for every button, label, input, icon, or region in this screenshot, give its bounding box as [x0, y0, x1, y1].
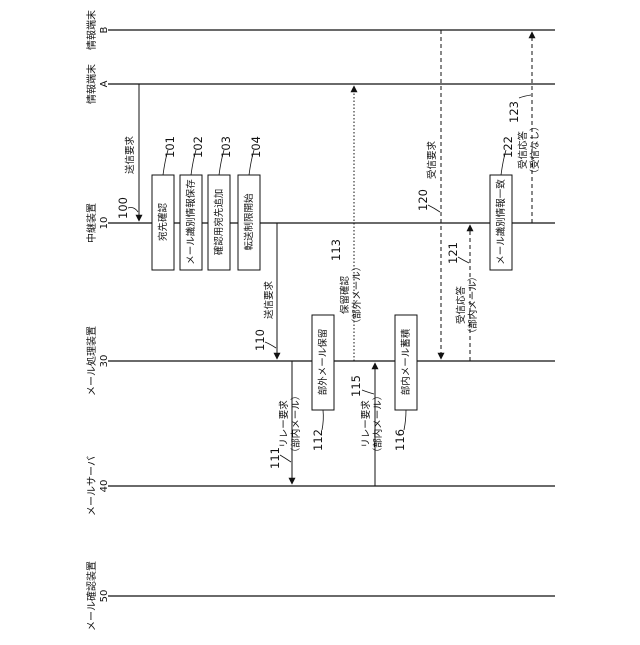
lane-mail-server-code: 40	[99, 480, 110, 493]
leader-116	[404, 410, 406, 430]
lane-a-code: A	[99, 80, 110, 87]
lane-mail-confirm-code: 50	[99, 590, 110, 603]
ref-112: 112	[311, 429, 325, 451]
box-102-text: メール識別情報保存	[185, 179, 197, 265]
label-receive-response: 受信応答	[455, 286, 467, 325]
lane-relay-name: 中継装置	[85, 203, 98, 243]
box-101-text: 宛先確認	[157, 203, 169, 242]
label-hold-confirm-sub: （部外メール）	[351, 262, 363, 329]
lane-mail-proc-name: メール処理装置	[85, 326, 98, 396]
lane-b-name: 情報端末	[85, 10, 98, 50]
label-send-request-2: 送信要求	[263, 281, 275, 320]
ref-111: 111	[268, 447, 282, 469]
ref-115: 115	[349, 375, 363, 397]
ref-116: 116	[393, 429, 407, 451]
label-hold-confirm: 保留確認	[339, 276, 351, 315]
lane-mail-server-name: メールサーバ	[86, 456, 98, 516]
ref-101: 101	[163, 136, 177, 158]
ref-120: 120	[416, 189, 430, 211]
ref-122: 122	[501, 136, 515, 158]
label-receive-request: 受信要求	[426, 141, 438, 180]
label-relay-request-2-sub: （部内メール）	[372, 391, 384, 458]
box-112-text: 部外メール保留	[317, 329, 329, 396]
label-receive-response-b: 受信応答	[517, 131, 529, 170]
lane-mail-confirm-name: メール確認装置	[85, 561, 98, 631]
leader-123	[519, 95, 531, 98]
label-send-request: 送信要求	[124, 136, 136, 175]
ref-110: 110	[253, 329, 267, 351]
ref-113: 113	[329, 239, 343, 261]
label-relay-request-1: リレー要求	[278, 400, 290, 448]
label-receive-response-sub: （部内メール）	[467, 272, 479, 339]
box-122-text: メール識別情報一致	[495, 179, 507, 265]
box-104-text: 転送制限開始	[243, 193, 255, 251]
leader-112	[322, 410, 323, 430]
ref-123: 123	[507, 101, 521, 123]
box-103-text: 確認用宛先追加	[213, 189, 225, 256]
label-receive-response-b-sub: （受信なし）	[529, 121, 541, 178]
ref-121: 121	[446, 242, 460, 264]
ref-104: 104	[249, 136, 263, 158]
lane-mail-proc-code: 30	[99, 355, 110, 368]
label-relay-request-1-sub: （部内メール）	[290, 391, 302, 458]
lane-relay-code: 10	[99, 217, 110, 230]
box-116-text: 部内メール蓄積	[400, 328, 412, 395]
ref-102: 102	[191, 136, 205, 158]
ref-103: 103	[219, 136, 233, 158]
lane-a-name: 情報端末	[85, 64, 98, 104]
label-relay-request-2: リレー要求	[360, 400, 372, 448]
ref-100: 100	[116, 197, 130, 219]
lane-b-code: B	[99, 26, 110, 33]
